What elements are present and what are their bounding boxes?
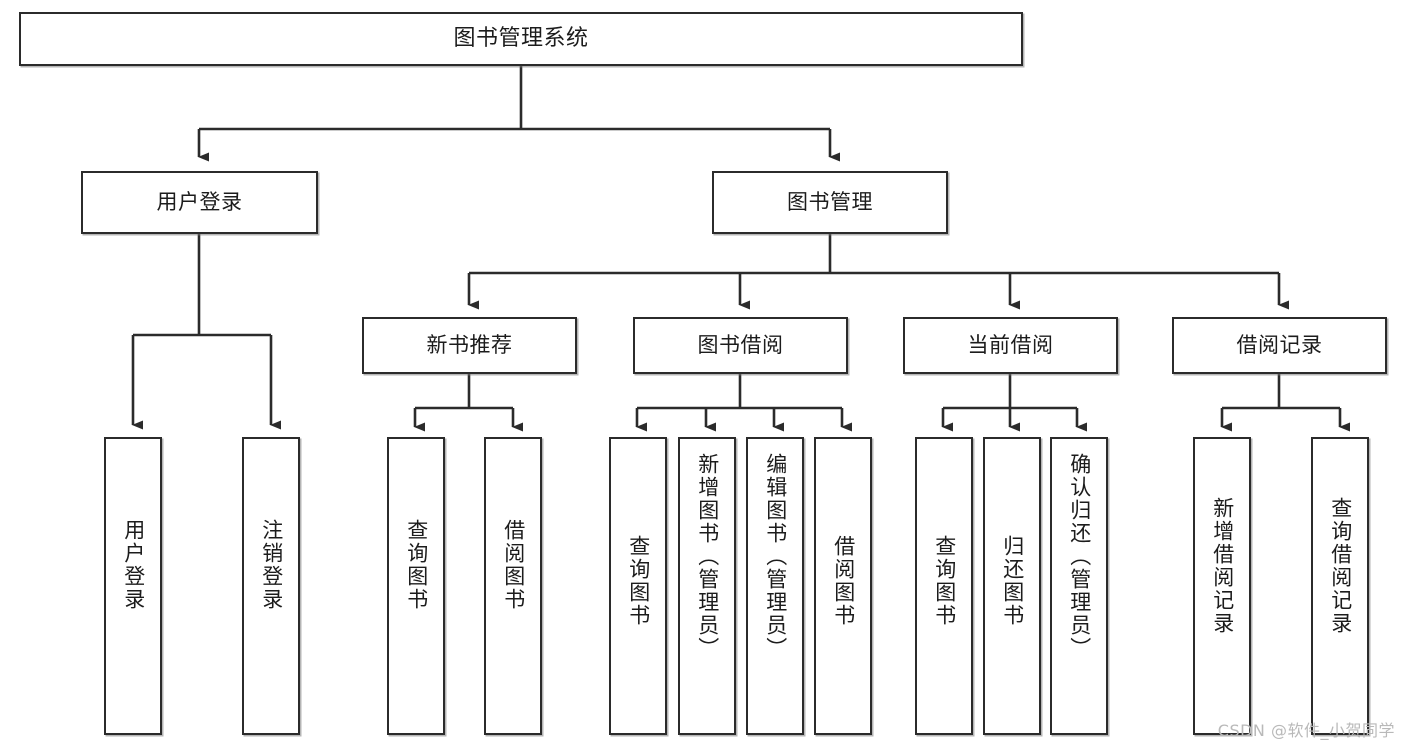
node-label: 图书管理系统: [453, 26, 589, 52]
node-label: 查询图书: [404, 519, 429, 611]
node-borrow-record[interactable]: 借阅记录: [1172, 317, 1387, 374]
node-label: 借阅记录: [1236, 333, 1323, 358]
node-label: 归还图书: [1000, 535, 1025, 627]
leaf-borrow-book[interactable]: 借阅图书: [814, 437, 872, 735]
leaf-query-book-borrow[interactable]: 查询图书: [609, 437, 667, 735]
leaf-edit-book[interactable]: 编辑图书（管理员）: [746, 437, 804, 735]
node-label: 用户登录: [156, 190, 243, 215]
leaf-add-borrow-record[interactable]: 新增借阅记录: [1193, 437, 1251, 735]
leaf-confirm-return[interactable]: 确认归还（管理员）: [1050, 437, 1108, 735]
leaf-query-book-recommend[interactable]: 查询图书: [387, 437, 445, 735]
leaf-logout[interactable]: 注销登录: [242, 437, 300, 735]
node-book-borrow[interactable]: 图书借阅: [633, 317, 848, 374]
node-label: 用户登录: [121, 519, 146, 611]
node-new-book-recommend[interactable]: 新书推荐: [362, 317, 577, 374]
node-label: 查询图书: [626, 535, 651, 627]
leaf-add-book[interactable]: 新增图书（管理员）: [678, 437, 736, 735]
node-label: 借阅图书: [501, 519, 526, 611]
node-label: 新增图书（管理员）: [695, 453, 720, 660]
node-label: 图书管理: [787, 190, 873, 215]
node-root-system[interactable]: 图书管理系统: [19, 12, 1023, 66]
node-label: 确认归还（管理员）: [1067, 453, 1092, 660]
node-label: 图书借阅: [697, 333, 784, 358]
leaf-query-book-current[interactable]: 查询图书: [915, 437, 973, 735]
leaf-query-borrow-record[interactable]: 查询借阅记录: [1311, 437, 1369, 735]
leaf-borrow-book-recommend[interactable]: 借阅图书: [484, 437, 542, 735]
node-label: 注销登录: [259, 519, 284, 611]
node-label: 编辑图书（管理员）: [763, 453, 788, 660]
node-label: 查询借阅记录: [1328, 497, 1353, 635]
node-book-manage[interactable]: 图书管理: [712, 171, 948, 234]
leaf-user-login[interactable]: 用户登录: [104, 437, 162, 735]
node-label: 新书推荐: [426, 333, 513, 358]
node-label: 当前借阅: [967, 333, 1054, 358]
node-label: 新增借阅记录: [1210, 497, 1235, 635]
watermark-text: CSDN @软件_小贺同学: [1217, 721, 1395, 740]
node-label: 查询图书: [932, 535, 957, 627]
node-label: 借阅图书: [831, 535, 856, 627]
node-current-borrow[interactable]: 当前借阅: [903, 317, 1118, 374]
node-user-login[interactable]: 用户登录: [81, 171, 318, 234]
leaf-return-book[interactable]: 归还图书: [983, 437, 1041, 735]
